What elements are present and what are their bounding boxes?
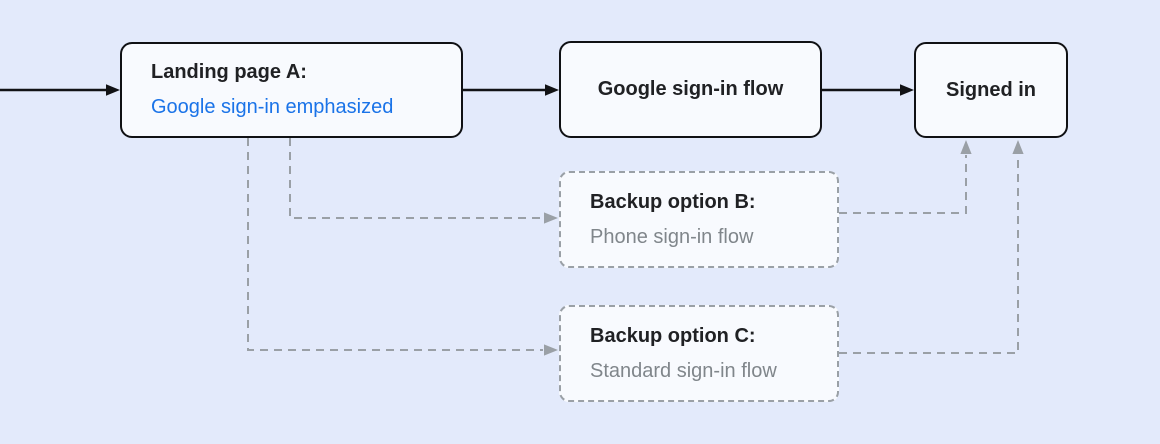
- arrow-right-icon: [544, 344, 558, 356]
- node-backup-option-c: Backup option C: Standard sign-in flow: [559, 305, 839, 402]
- connector-google-flow-to-signed-in: [822, 84, 914, 96]
- arrow-right-icon: [106, 84, 120, 96]
- connector-backup-c-to-signed-in: [839, 140, 1024, 354]
- arrow-right-icon: [544, 212, 558, 224]
- node-landing-subtitle: Google sign-in emphasized: [151, 96, 394, 118]
- arrow-right-icon: [545, 84, 559, 96]
- node-backup-b-subtitle: Phone sign-in flow: [590, 225, 754, 248]
- connector-backup-b-to-signed-in: [839, 140, 972, 214]
- arrow-up-icon: [960, 140, 972, 154]
- node-backup-b-title: Backup option B:: [590, 190, 756, 213]
- node-backup-c-title: Backup option C:: [590, 324, 756, 347]
- connector-entry-to-landing: [0, 84, 120, 96]
- node-google-sign-in-flow: Google sign-in flow: [559, 41, 822, 138]
- node-google-flow-label: Google sign-in flow: [597, 78, 784, 100]
- node-backup-option-b: Backup option B: Phone sign-in flow: [559, 171, 839, 268]
- node-backup-c-subtitle: Standard sign-in flow: [590, 359, 777, 382]
- node-landing-page-a: Landing page A: Google sign-in emphasize…: [120, 42, 463, 138]
- arrow-right-icon: [900, 84, 914, 96]
- arrow-up-icon: [1012, 140, 1024, 154]
- connector-landing-to-backup-c: [247, 138, 558, 356]
- node-landing-title: Landing page A:: [151, 61, 307, 83]
- node-signed-in-label: Signed in: [946, 78, 1036, 101]
- node-signed-in: Signed in: [914, 42, 1068, 138]
- connector-landing-to-google-flow: [463, 84, 559, 96]
- connector-landing-to-backup-b: [289, 138, 558, 224]
